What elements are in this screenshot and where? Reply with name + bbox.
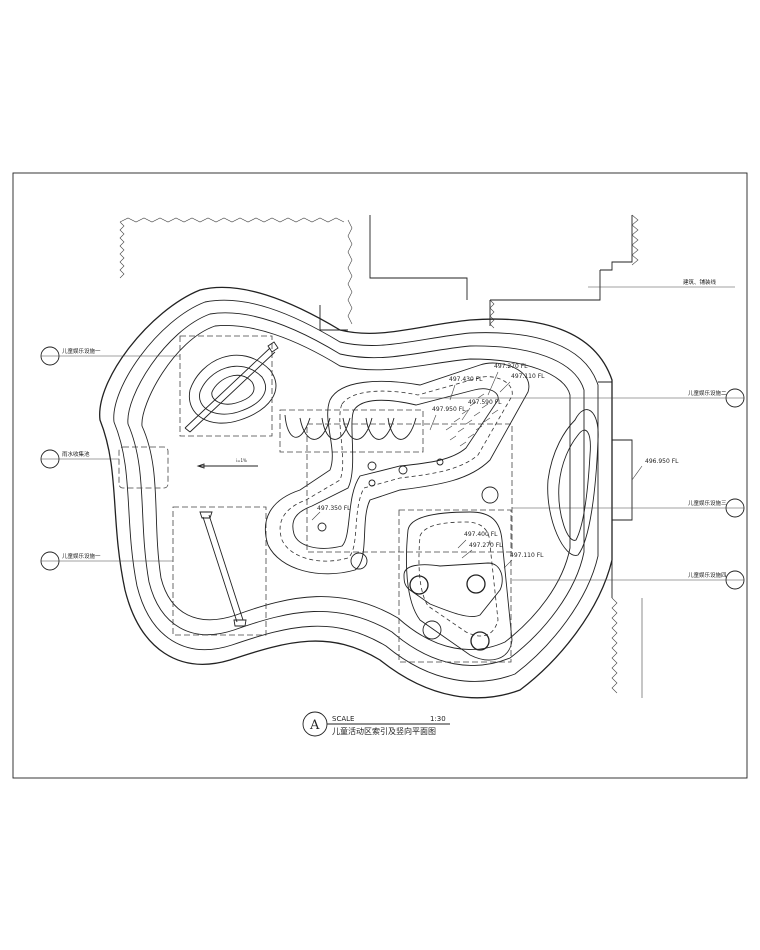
drawing-frame (12, 172, 748, 779)
building-line-right (489, 215, 633, 326)
swing-arches (284, 414, 417, 440)
elevation-label-8: 497.400 FL (464, 531, 498, 538)
zigzag-right (489, 214, 639, 329)
elevation-label-4: 497.590 FL (468, 399, 502, 406)
elevation-label-9: 497.270 FL (469, 542, 503, 549)
site-boundary-zigzag-top (119, 217, 353, 325)
equipment-box-1 (179, 335, 273, 437)
callout-right-1-label: 儿童娱乐设施二 (688, 389, 727, 397)
outer-contour-1 (99, 286, 613, 699)
island-left-outer (188, 354, 277, 424)
island-right-inner (558, 429, 591, 541)
outer-contour-3 (127, 312, 585, 666)
elevation-label-5: 497.950 FL (432, 406, 466, 413)
play-area-contour-inner (292, 388, 499, 549)
equipment-box-lower-right (398, 509, 512, 663)
play-area-contour-outer (264, 362, 530, 575)
section-marker-lower (422, 620, 442, 640)
slide-equipment-1 (184, 341, 279, 433)
elevation-label-1: 497.270 FL (494, 363, 528, 370)
zigzag-lower-right (611, 597, 643, 698)
callout-left-1-label: 儿童娱乐设施一 (62, 347, 101, 355)
callout-right-2: 儿童娱乐设施三 (512, 498, 745, 518)
callout-right-top: 建筑、铺装线 (588, 278, 735, 288)
scale-value: 1:30 (430, 715, 446, 723)
scale-word: SCALE (332, 715, 354, 723)
lower-right-pad (403, 562, 503, 617)
marker-circle-5 (436, 458, 444, 466)
elevation-label-2: 497.430 FL (449, 376, 483, 383)
elevation-label-10: 497.110 FL (510, 552, 544, 559)
marker-circle-1 (367, 461, 377, 471)
callout-left-2-label: 雨水收集池 (62, 450, 90, 458)
callout-left-1: 儿童娱乐设施一 (40, 346, 180, 366)
callout-right-top-label: 建筑、铺装线 (683, 278, 717, 286)
rain-collection-box (118, 446, 169, 489)
section-marker-central-2 (350, 552, 368, 570)
slope-arrow (196, 463, 258, 469)
elevation-labels: 497.270 FL 497.430 FL 497.110 FL 497.590… (317, 363, 679, 559)
elevation-leaders (311, 371, 643, 569)
building-line-top (319, 215, 468, 331)
callout-right-1: 儿童娱乐设施二 (420, 388, 745, 408)
marker-circle-3 (317, 522, 327, 532)
island-right-outer (547, 409, 599, 556)
callout-right-3: 儿童娱乐设施四 (512, 570, 745, 590)
island-left-core (211, 374, 255, 405)
pile-circle-1 (409, 575, 429, 595)
stepping-stone-dashes (445, 393, 499, 447)
elevation-label-7: 497.350 FL (317, 505, 351, 512)
callout-left-3: 儿童娱乐设施一 (40, 551, 173, 571)
title-block: A SCALE 1:30 儿童活动区索引及竖向平面图 (302, 711, 450, 737)
callout-right-2-label: 儿童娱乐设施三 (688, 499, 727, 507)
island-left-inner (199, 365, 267, 415)
pile-circle-2 (466, 574, 486, 594)
callout-left-2: 雨水收集池 (40, 449, 119, 469)
elevation-label-3: 497.110 FL (511, 373, 545, 380)
pile-circle-3 (470, 631, 490, 651)
equipment-box-central (306, 423, 513, 553)
callout-right-3-label: 儿童娱乐设施四 (688, 571, 727, 579)
lower-right-contour-inner (418, 521, 499, 637)
slope-label: i=1% (236, 458, 247, 463)
stepped-wall-right (598, 381, 633, 598)
outer-contour-2 (113, 299, 599, 682)
section-marker-central-1 (481, 486, 499, 504)
callout-left-3-label: 儿童娱乐设施一 (62, 552, 101, 560)
drawing-title: 儿童活动区索引及竖向平面图 (332, 726, 436, 736)
equipment-box-3 (172, 506, 267, 636)
play-area-contour-mid (279, 376, 513, 562)
marker-circle-2 (398, 465, 408, 475)
lower-right-contour-outer (405, 511, 513, 661)
elevation-label-6: 496.950 FL (645, 458, 679, 465)
outer-contour-4 (141, 324, 571, 651)
view-mark-letter: A (309, 718, 320, 733)
slide-equipment-2 (199, 511, 247, 627)
marker-circle-4 (368, 479, 376, 487)
swing-frame-box (279, 409, 424, 453)
